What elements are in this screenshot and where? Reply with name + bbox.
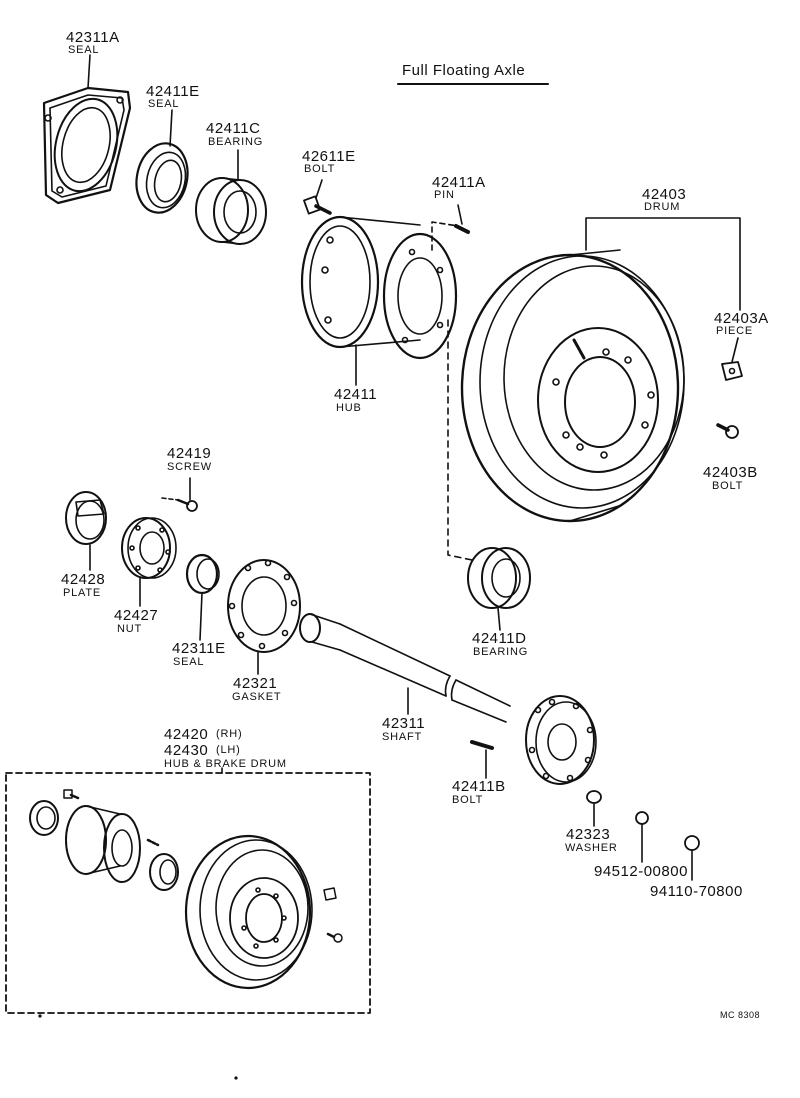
- axle-shaft-drawing: [299, 613, 597, 785]
- assembly-side-lh: (LH): [216, 744, 241, 756]
- bearing-c-drawing: [195, 177, 267, 245]
- leader-42411a: [457, 204, 463, 225]
- part-number-42428: 42428: [61, 571, 106, 588]
- part-number-94110-70800: 94110-70800: [650, 883, 743, 900]
- part-number-42411b: 42411B: [452, 778, 506, 795]
- part-number-42323: 42323: [566, 826, 611, 843]
- assembly-seal-drawing: [29, 800, 59, 836]
- part-number-42321: 42321: [233, 675, 278, 692]
- part-number-42419: 42419: [167, 445, 212, 462]
- assembly-piece-drawing: [323, 887, 337, 901]
- part-name-42403a: PIECE: [716, 325, 754, 337]
- assembly-pin-drawing: [146, 838, 160, 847]
- pin-drawing: [454, 224, 470, 234]
- part-name-42311e: SEAL: [173, 656, 205, 668]
- part-94512-drawing: [635, 811, 649, 825]
- part-number-42311: 42311: [382, 715, 426, 732]
- bolt-42611e-drawing: [303, 195, 332, 215]
- leader-42311a: [87, 54, 91, 89]
- part-name-42311: SHAFT: [382, 731, 423, 743]
- seal-plate-drawing: [42, 86, 132, 205]
- hub-drawing: [300, 215, 458, 360]
- dashed-guide-pin: [431, 221, 459, 251]
- brake-drum-drawing: [460, 249, 685, 523]
- part-number-42411a: 42411A: [432, 174, 486, 191]
- seal-e-drawing: [185, 553, 220, 595]
- part-name-42427: NUT: [117, 623, 143, 635]
- dashed-guide-screw: [161, 497, 179, 501]
- leader-42411e: [169, 109, 173, 147]
- gasket-drawing: [227, 559, 301, 653]
- diagram-title: Full Floating Axle: [402, 62, 526, 79]
- stray-dot-2: [234, 1076, 238, 1080]
- part-number-42403a: 42403A: [714, 310, 769, 327]
- bolt-42411b-drawing: [470, 740, 494, 750]
- leader-42403a: [731, 337, 739, 363]
- part-number-42611e: 42611E: [302, 148, 356, 165]
- part-name-42321: GASKET: [232, 691, 282, 703]
- assembly-hub-drawing: [65, 805, 141, 883]
- leader-42611e: [315, 179, 323, 199]
- assembly-drum-drawing: [184, 834, 313, 990]
- part-number-42403b: 42403B: [703, 464, 758, 481]
- leader-42411d: [497, 607, 501, 631]
- stray-dot: [38, 1014, 42, 1018]
- assembly-bolt-drawing: [63, 789, 80, 800]
- assembly-number-lh: 42430: [164, 742, 209, 759]
- assembly-number-rh: 42420: [164, 726, 209, 743]
- part-name-42428: PLATE: [63, 587, 102, 599]
- part-name-42403: DRUM: [644, 201, 681, 213]
- leader-42311e: [199, 592, 203, 641]
- part-name-42419: SCREW: [167, 461, 212, 473]
- part-number-42403: 42403: [642, 186, 687, 203]
- part-name-42411d: BEARING: [473, 646, 529, 658]
- bearing-d-drawing: [467, 547, 531, 609]
- part-name-42611e: BOLT: [304, 163, 336, 175]
- part-number-42411e: 42411E: [146, 83, 200, 100]
- screw-drawing: [176, 498, 198, 512]
- part-number-42411: 42411: [334, 386, 378, 403]
- part-name-42411e: SEAL: [148, 98, 180, 110]
- assembly-box: [5, 772, 371, 1014]
- assembly-drum-bolt-drawing: [326, 932, 343, 943]
- washer-drawing: [586, 790, 602, 804]
- assembly-bearing-drawing: [149, 853, 179, 891]
- part-number-42411d: 42411D: [472, 630, 527, 647]
- part-name-42411b: BOLT: [452, 794, 484, 806]
- part-number-94512-00800: 94512-00800: [594, 863, 688, 880]
- part-number-42411c: 42411C: [206, 120, 261, 137]
- assembly-side-rh: (RH): [216, 728, 243, 740]
- dashed-guide-hub: [447, 319, 473, 561]
- part-name-42311a: SEAL: [68, 44, 100, 56]
- part-name-42411c: BEARING: [208, 136, 264, 148]
- part-number-42427: 42427: [114, 607, 159, 624]
- part-name-42411: HUB: [336, 402, 362, 414]
- drawing-code: MC 8308: [720, 1010, 761, 1020]
- part-name-42403b: BOLT: [712, 480, 744, 492]
- piece-drawing: [721, 361, 743, 381]
- nut-drawing: [121, 517, 177, 579]
- part-94110-drawing: [684, 835, 700, 851]
- part-name-42323: WASHER: [565, 842, 618, 854]
- part-number-42311a: 42311A: [66, 29, 120, 46]
- assembly-name: HUB & BRAKE DRUM: [164, 758, 287, 770]
- plate-drawing: [65, 491, 107, 545]
- part-name-42411a: PIN: [434, 189, 455, 201]
- leader-42403: [585, 217, 741, 311]
- bolt-42403b-drawing: [716, 423, 739, 439]
- seal-ring-drawing: [135, 142, 189, 214]
- part-number-42311e: 42311E: [172, 640, 226, 657]
